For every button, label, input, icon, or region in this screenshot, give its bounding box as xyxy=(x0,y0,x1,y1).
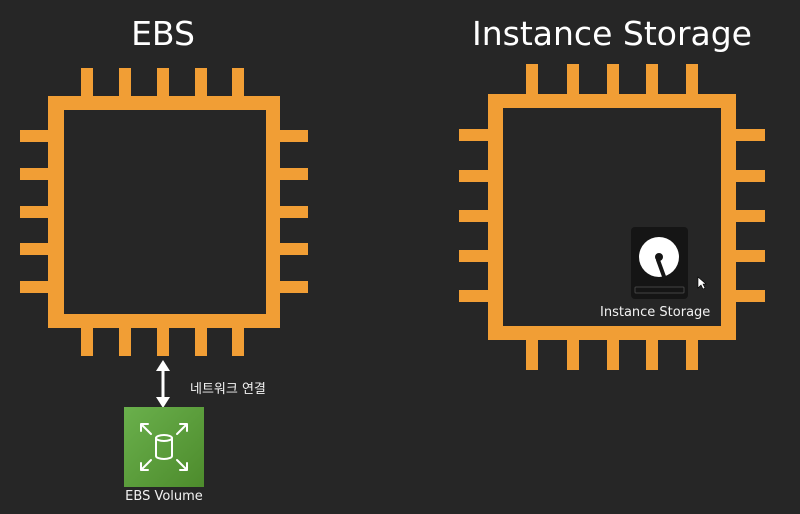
instance-storage-title: Instance Storage xyxy=(472,14,752,53)
instance-storage-label: Instance Storage xyxy=(600,305,711,320)
ebs-volume-label: EBS Volume xyxy=(125,489,203,504)
chip-body xyxy=(48,96,280,328)
ebs-title: EBS xyxy=(131,14,195,53)
mouse-cursor-icon xyxy=(697,276,707,293)
network-connection-label: 네트워크 연결 xyxy=(190,382,266,397)
ebs-volume-glyph xyxy=(140,423,188,471)
chip-body xyxy=(488,94,736,340)
double-arrow-icon xyxy=(156,360,170,408)
hard-disk-icon xyxy=(631,227,688,299)
cpu-chip-icon xyxy=(20,68,308,356)
ebs-volume-icon xyxy=(124,407,204,487)
hard-disk-glyph xyxy=(634,237,685,294)
cpu-chip-icon xyxy=(459,64,765,370)
